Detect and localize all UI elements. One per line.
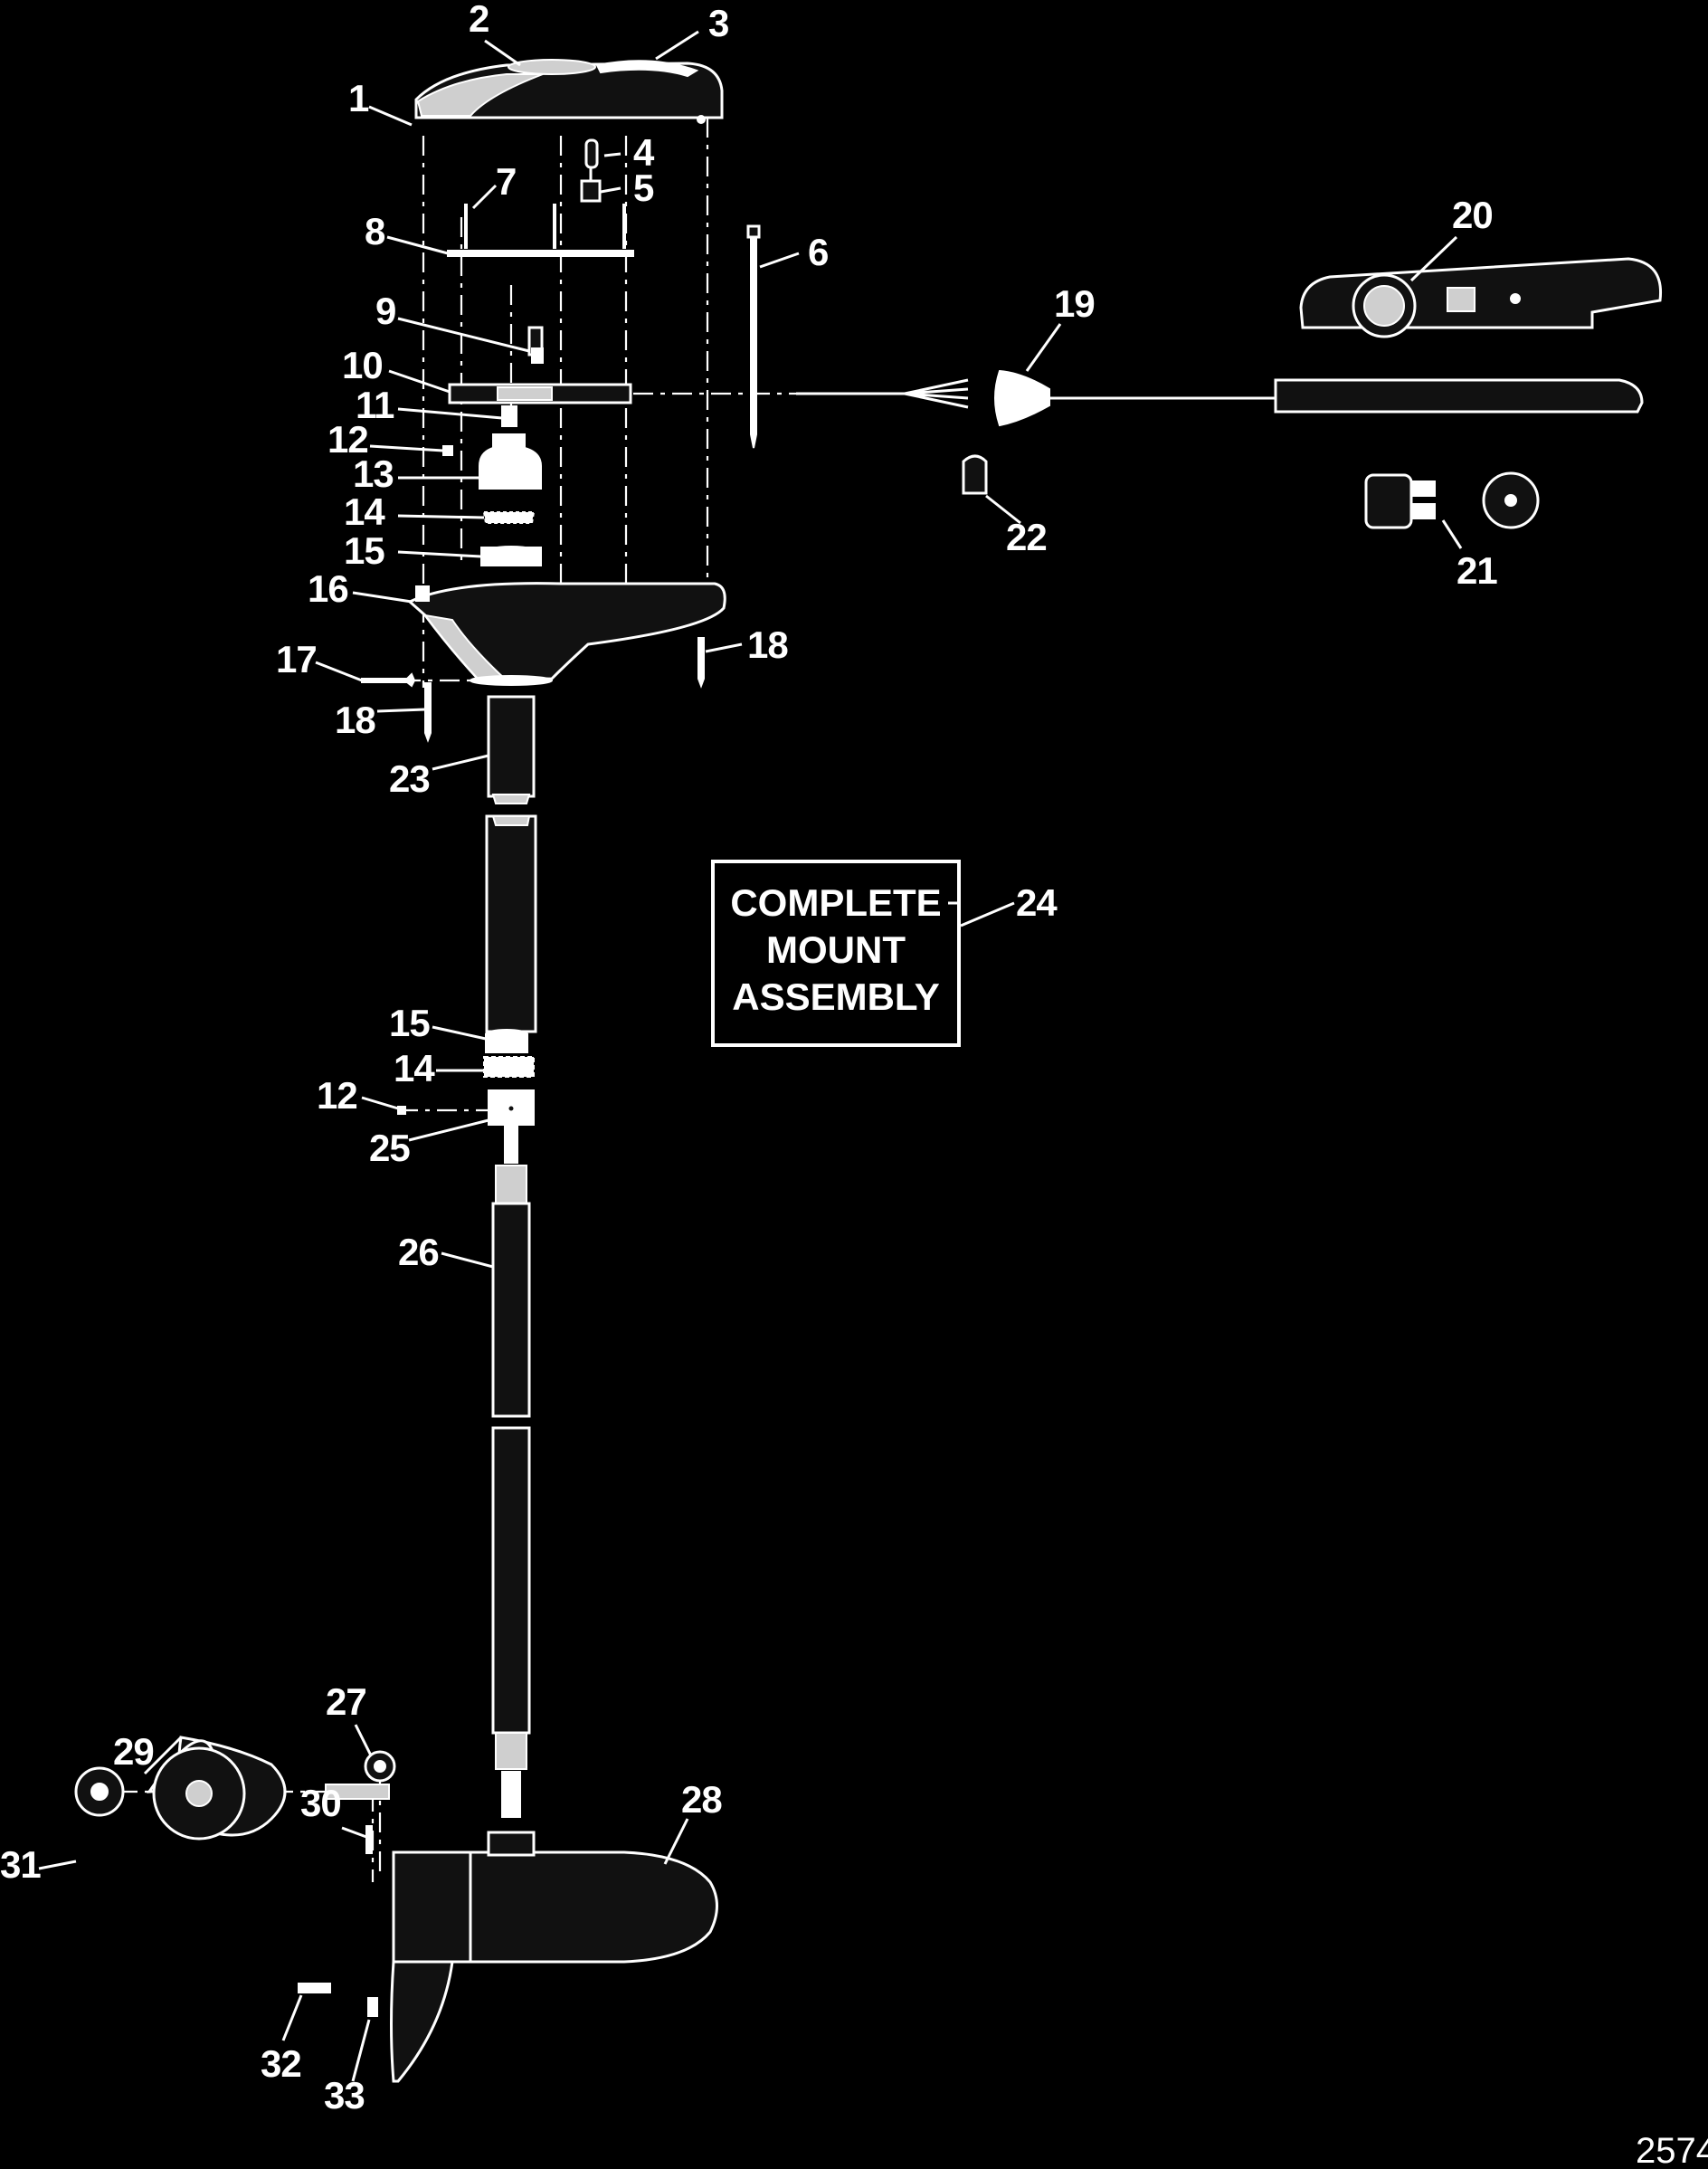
circuit-plate [447,250,634,257]
callout-22: 22 [1006,516,1047,558]
callout-9: 9 [375,290,395,332]
callout-3: 3 [708,2,728,44]
callout-29: 29 [113,1730,154,1773]
motor-head-cover [414,59,724,124]
callout-12: 12 [327,418,368,461]
callout-6: 6 [808,231,828,273]
figure-number: 2574 [1636,2131,1708,2169]
lower-unit [74,1736,718,2083]
callout-21: 21 [1457,549,1497,592]
assembly-center-lines [118,118,796,1882]
callout-28: 28 [681,1778,722,1821]
box-label-line-2: MOUNT [766,928,906,971]
upper-collar-stack [442,433,542,566]
callout-17: 17 [276,638,317,680]
fuse-holder [580,138,602,203]
callout-16: 16 [308,567,348,610]
callout-8: 8 [365,210,385,252]
callout-24: 24 [1016,881,1058,924]
callout-15-lower: 15 [389,1002,430,1044]
callout-14: 14 [344,490,385,533]
callout-25: 25 [369,1127,410,1169]
callout-18a: 18 [747,623,788,666]
callout-2: 2 [469,0,489,40]
callout-labels: 1 2 3 4 5 6 7 8 9 10 11 12 13 14 15 16 1… [0,0,1498,2117]
pins-and-screws [361,637,705,743]
callout-32: 32 [261,2042,301,2085]
callout-18b: 18 [335,699,375,741]
foot-pedal-assembly [796,257,1663,529]
callout-11: 11 [356,384,394,426]
callout-5: 5 [633,166,654,209]
steering-gear-assembly [448,326,632,427]
shaft-assembly [397,695,537,1818]
leader-lines [38,30,1463,2082]
callout-10: 10 [342,344,383,386]
callout-30: 30 [300,1782,341,1824]
callout-31: 31 [0,1843,41,1886]
callout-4: 4 [633,131,655,174]
callout-33: 33 [324,2074,365,2117]
callout-1: 1 [348,77,369,119]
callout-15: 15 [344,529,384,572]
callout-27: 27 [326,1680,366,1723]
callout-19: 19 [1054,282,1095,325]
callout-7: 7 [496,160,516,203]
cable-tie [746,224,761,449]
callout-26: 26 [398,1231,439,1273]
box-label-line-3: ASSEMBLY [732,975,940,1018]
box-label-line-1: COMPLETE [730,881,941,924]
complete-mount-assembly-box: COMPLETE MOUNT ASSEMBLY [711,860,961,1047]
callout-12-lower: 12 [317,1074,357,1117]
control-box-base [407,582,726,686]
callout-20: 20 [1452,194,1493,236]
screws [464,204,626,249]
callout-14-lower: 14 [394,1047,435,1089]
callout-13: 13 [353,452,394,495]
callout-23: 23 [389,757,430,800]
